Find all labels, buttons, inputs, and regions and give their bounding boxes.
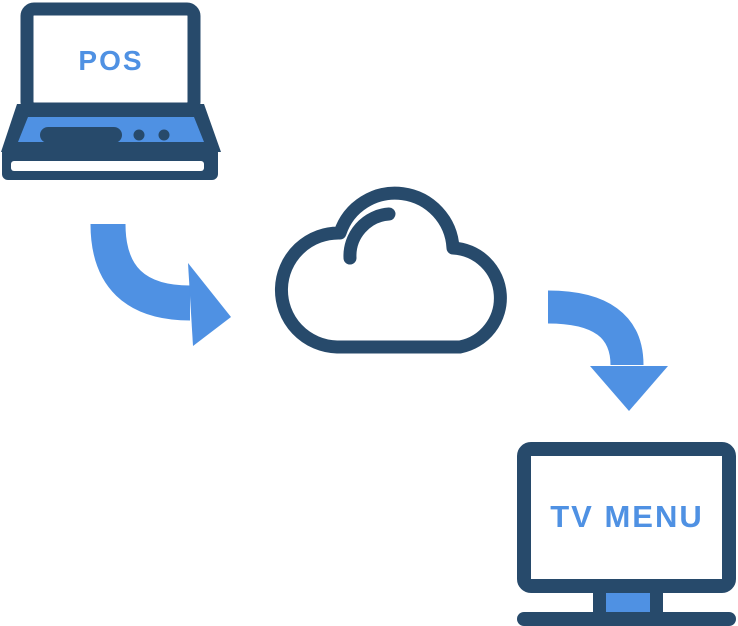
laptop-icon: POS <box>1 2 221 180</box>
arrow-shaft <box>547 290 644 366</box>
cloud-highlight-arc <box>343 207 396 265</box>
laptop-key-dot <box>158 129 170 141</box>
cloud-icon <box>275 186 507 354</box>
laptop-touchpad <box>40 127 122 143</box>
tv-stand-neck <box>606 593 650 613</box>
arrow-head <box>188 263 231 346</box>
arrow-head <box>590 366 668 411</box>
cloud-outline <box>275 186 507 354</box>
arrow-shaft <box>90 223 191 321</box>
tv-icon: TV MENU <box>517 442 736 626</box>
curved-arrow-icon-pos-to-cloud <box>90 223 231 346</box>
laptop-screen-label: POS <box>78 45 143 76</box>
laptop-front-slot <box>11 161 204 171</box>
laptop-screen <box>20 2 201 116</box>
curved-arrow-icon-cloud-to-tv <box>547 290 668 411</box>
laptop-key-dot <box>133 129 145 141</box>
tv-screen-label: TV MENU <box>550 499 704 534</box>
tv-stand-base <box>517 612 736 626</box>
tv-screen-frame <box>517 442 736 593</box>
